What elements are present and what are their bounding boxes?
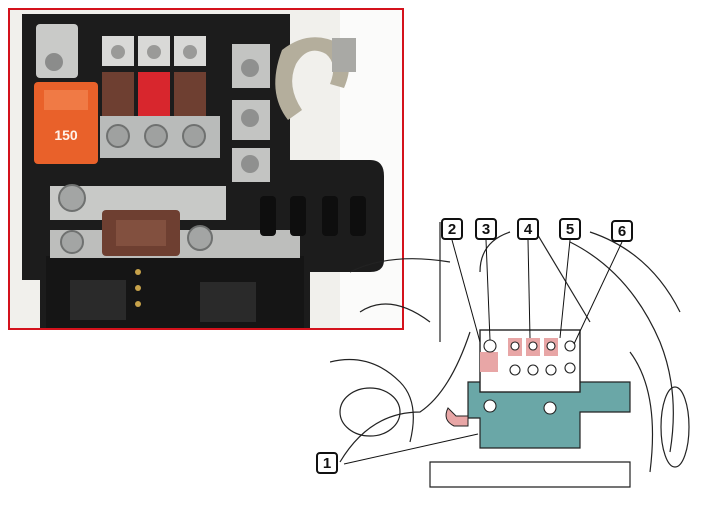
battery-clamp bbox=[275, 37, 350, 121]
cable-lug bbox=[445, 407, 469, 427]
fuse-red bbox=[138, 72, 170, 116]
callout-2: 2 bbox=[441, 218, 463, 240]
engine-bay-line-art bbox=[329, 221, 690, 488]
fuse-brown-1 bbox=[102, 72, 134, 116]
mounting-plate bbox=[467, 381, 631, 449]
fuse-box-illustration: 150 bbox=[10, 10, 402, 328]
fuse-rating-label: 150 bbox=[54, 127, 78, 143]
callout-3: 3 bbox=[475, 218, 497, 240]
fuse-box-photo: 150 bbox=[8, 8, 404, 330]
callout-4: 4 bbox=[517, 218, 539, 240]
engine-bay-drawing: 2 3 4 5 6 1 bbox=[316, 212, 703, 503]
fuse-brown-2 bbox=[174, 72, 206, 116]
callout-6: 6 bbox=[611, 220, 633, 242]
callout-5: 5 bbox=[559, 218, 581, 240]
callout-1: 1 bbox=[316, 452, 338, 474]
